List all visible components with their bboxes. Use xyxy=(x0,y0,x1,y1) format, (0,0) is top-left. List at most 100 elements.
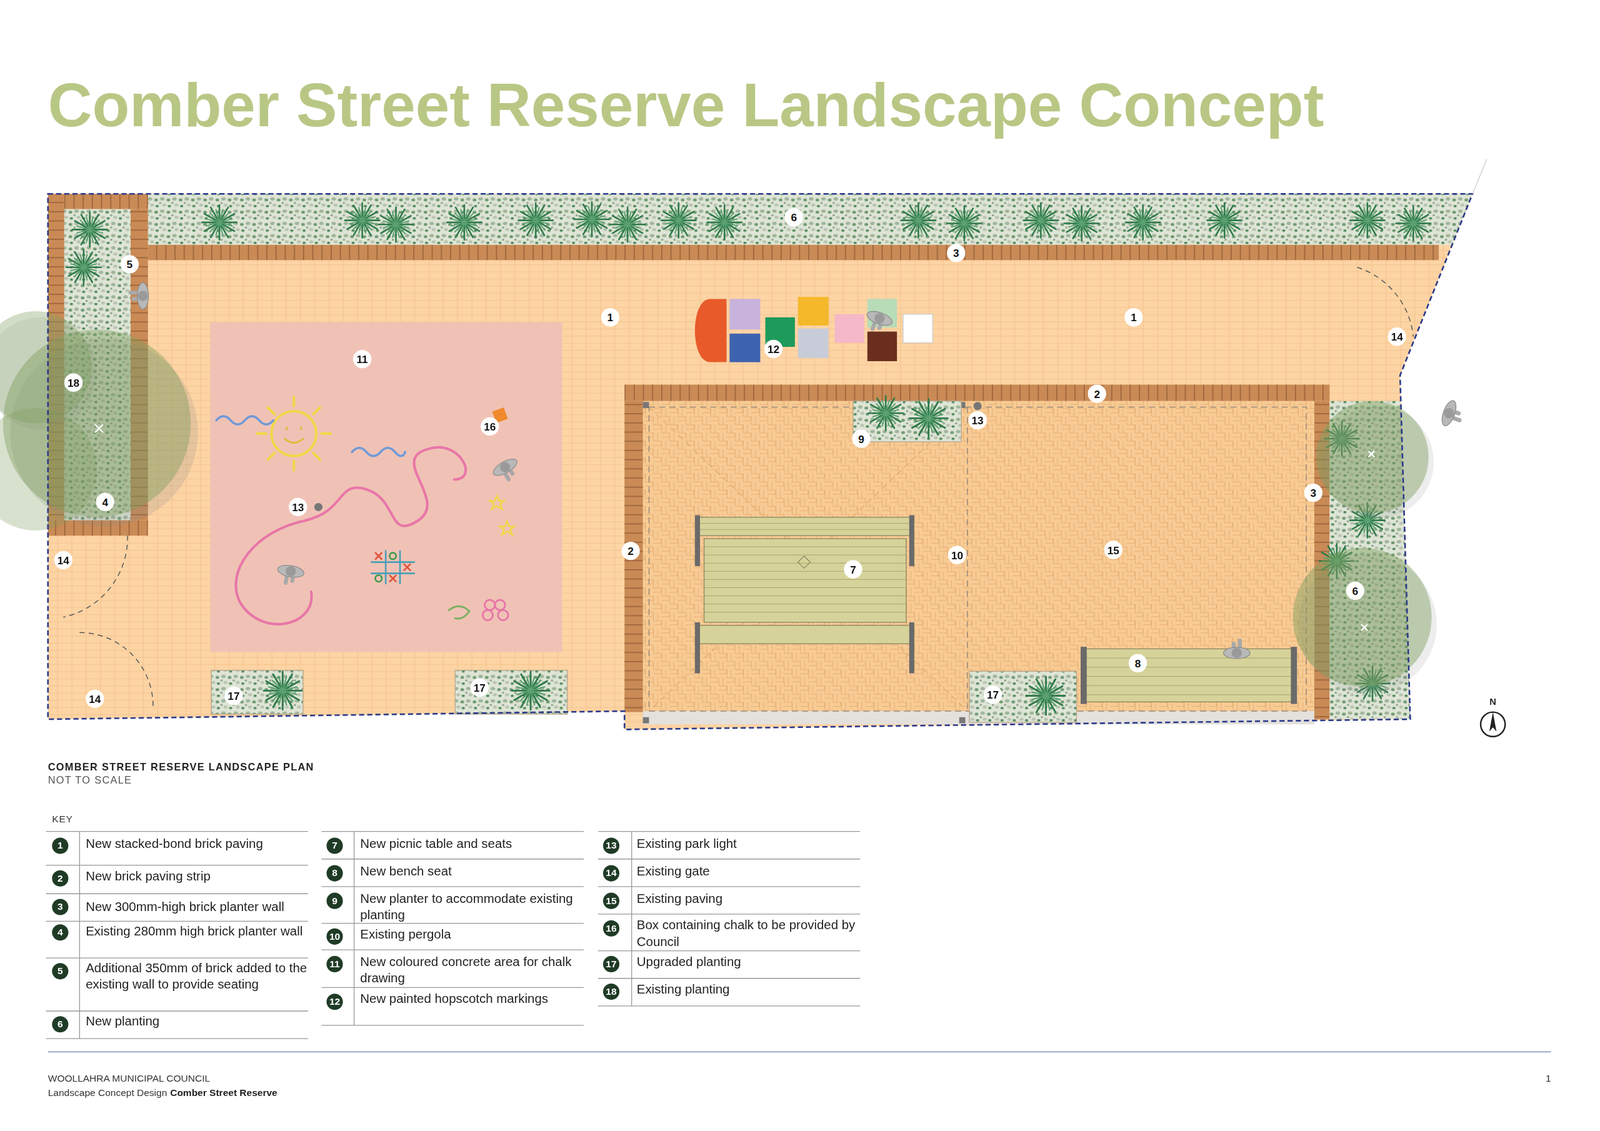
chalk-area xyxy=(210,322,562,652)
picnic-seat xyxy=(696,517,914,536)
callout-number: 4 xyxy=(95,493,114,512)
key-rule xyxy=(321,831,584,1026)
legend-text: New brick paving strip xyxy=(85,869,309,885)
plant xyxy=(661,203,697,239)
plant xyxy=(610,206,645,242)
key-number: 9 xyxy=(326,893,343,910)
north-label: N xyxy=(1482,696,1504,709)
legend-text: New picnic table and seats xyxy=(360,836,583,853)
footer-text: Landscape Concept Design xyxy=(48,1086,168,1100)
plant xyxy=(1064,206,1100,242)
plant xyxy=(66,250,102,285)
site-boundary xyxy=(48,193,1473,730)
plant xyxy=(378,206,414,242)
callout-number: 6 xyxy=(785,208,804,227)
callout-number: 10 xyxy=(948,545,967,564)
callout-number: 14 xyxy=(1387,327,1406,346)
hopscotch-square xyxy=(867,331,897,362)
legend-text: New bench seat xyxy=(360,864,583,880)
callout-number: 14 xyxy=(85,690,104,709)
chalk-sun-face xyxy=(285,427,304,443)
plant xyxy=(1026,676,1065,715)
pergola-outline xyxy=(648,406,1306,712)
table-marker xyxy=(798,556,811,569)
chalk-petal xyxy=(498,610,509,620)
legend-text: Existing planting xyxy=(636,982,860,999)
key-heading: KEY xyxy=(51,813,73,826)
people xyxy=(128,282,1467,659)
callout-number: 17 xyxy=(470,678,489,697)
key-number: 15 xyxy=(603,893,620,910)
callout-number: 2 xyxy=(1087,385,1106,404)
legend-text: New painted hopscotch markings xyxy=(360,991,583,1008)
plant xyxy=(345,203,380,239)
pergola-beam xyxy=(648,406,967,712)
chalk-petal xyxy=(495,600,505,610)
plant xyxy=(201,205,237,240)
callout-number: 7 xyxy=(843,560,862,579)
brick-paving xyxy=(48,193,1473,730)
key-rule xyxy=(45,831,309,1039)
key-number: 12 xyxy=(326,993,343,1010)
callout-number: 6 xyxy=(1346,581,1365,600)
chalk-star xyxy=(500,521,515,535)
picnic-frame xyxy=(695,622,700,674)
chalk-nought xyxy=(389,553,396,560)
callout-number: 13 xyxy=(968,411,987,430)
plant xyxy=(1396,206,1432,242)
person xyxy=(490,455,524,487)
bench-frame xyxy=(1290,646,1297,704)
planter-wall xyxy=(64,193,149,209)
callout-number: 17 xyxy=(983,685,1002,704)
chalk-cross xyxy=(375,553,411,582)
picnic-table xyxy=(695,515,915,674)
paving-strip xyxy=(624,385,1330,402)
chalk-petal xyxy=(482,610,493,620)
callout-number: 1 xyxy=(601,308,620,327)
park-light xyxy=(314,503,323,512)
tree-canopy xyxy=(1316,401,1429,514)
page-title: Comber Street Reserve Landscape Concept xyxy=(48,75,1325,137)
legend-text: Existing 280mm high brick planter wall xyxy=(85,924,309,940)
north-arrow xyxy=(1489,712,1497,732)
plants xyxy=(66,201,1431,715)
callout-number: 15 xyxy=(1104,540,1123,559)
key-number: 8 xyxy=(326,865,343,882)
key-number: 13 xyxy=(603,837,620,854)
person xyxy=(128,282,149,309)
plant xyxy=(446,205,482,240)
gate-swing xyxy=(63,267,1414,707)
plant xyxy=(868,395,904,431)
legend-text: Additional 350mm of brick added to the e… xyxy=(85,961,309,994)
plant xyxy=(946,206,982,242)
pergola-beam xyxy=(966,406,968,712)
scale-note: NOT TO SCALE xyxy=(48,774,133,787)
picnic-seat xyxy=(696,625,914,644)
person xyxy=(862,308,895,337)
person xyxy=(1223,638,1250,659)
pergola-post xyxy=(643,717,650,724)
planter-wall xyxy=(148,245,1439,260)
person xyxy=(1439,398,1467,431)
trees xyxy=(0,311,1437,694)
chalk-star xyxy=(490,495,505,509)
north-arrow xyxy=(1480,712,1505,737)
tree-trunk xyxy=(95,424,1375,631)
picnic-frame xyxy=(909,515,915,567)
picnic-frame xyxy=(695,515,700,567)
key-number: 1 xyxy=(51,837,69,854)
person xyxy=(275,563,305,589)
chalk-drawings xyxy=(216,396,515,625)
legend-text: Existing paving xyxy=(636,891,860,908)
plant xyxy=(574,201,610,237)
plant xyxy=(1350,203,1385,239)
callout-number: 18 xyxy=(64,373,83,392)
legend-text: New planter to accommodate existing plan… xyxy=(360,891,583,924)
hopscotch-square xyxy=(695,298,727,362)
chalk-leaf xyxy=(448,606,470,619)
pergola-post xyxy=(959,717,966,724)
key-number: 10 xyxy=(326,928,343,945)
legend-text: Existing gate xyxy=(636,864,860,880)
pergola-post xyxy=(643,401,650,409)
